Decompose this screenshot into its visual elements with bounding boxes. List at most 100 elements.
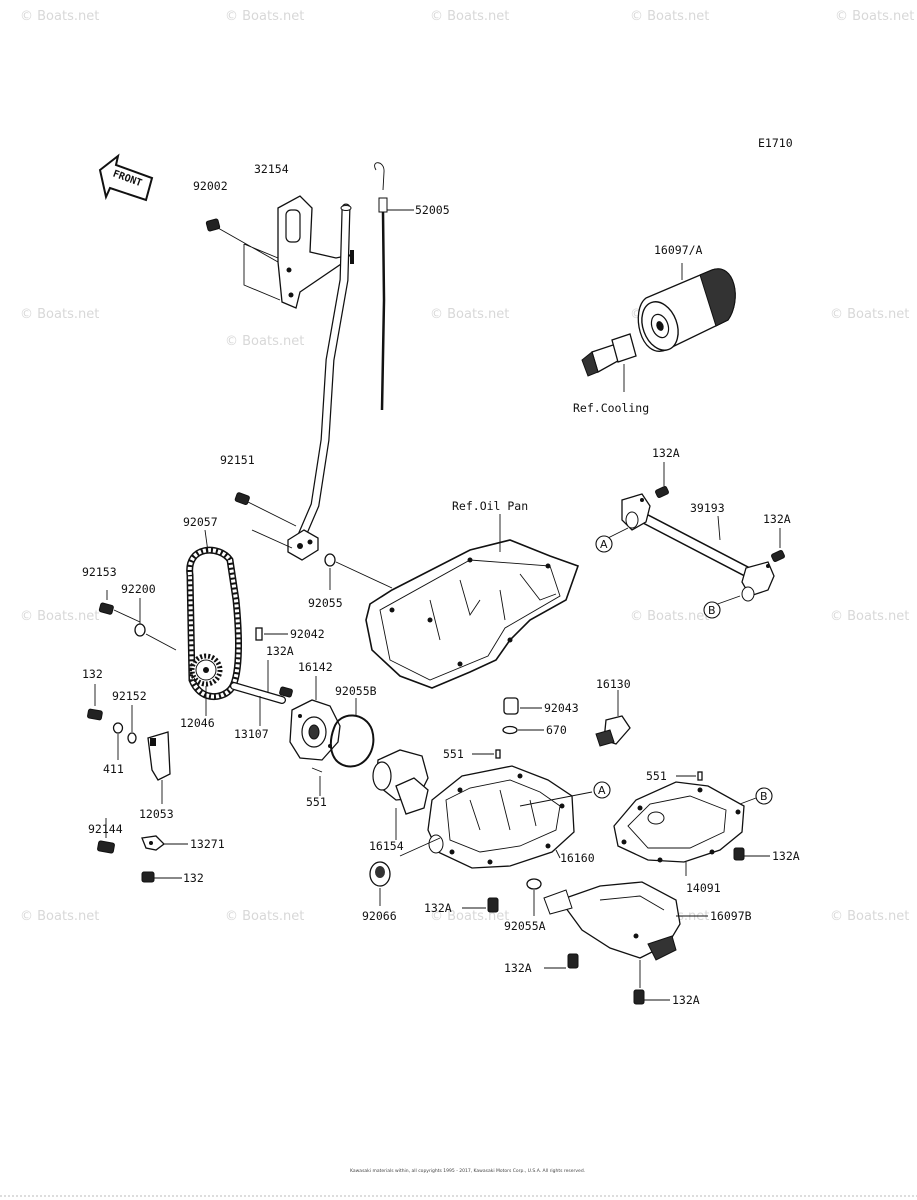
label-32154[interactable]: 32154 <box>254 162 289 176</box>
label-39193[interactable]: 39193 <box>690 501 725 515</box>
bolt-132A-pipe-right <box>771 549 785 563</box>
ref-letter-a: A <box>600 538 608 551</box>
filter-fitting <box>581 333 637 377</box>
front-arrow-icon: FRONT <box>98 153 154 202</box>
label-16097A[interactable]: 16097/A <box>654 243 703 257</box>
relief-valve-16130 <box>595 715 631 747</box>
label-13271[interactable]: 13271 <box>190 837 225 851</box>
label-92055[interactable]: 92055 <box>308 596 343 610</box>
label-132A-5[interactable]: 132A <box>424 901 452 915</box>
label-16130[interactable]: 16130 <box>596 677 631 691</box>
label-16154[interactable]: 16154 <box>369 839 404 853</box>
ref-circle-b2 <box>755 787 773 805</box>
label-132A-6[interactable]: 132A <box>504 961 532 975</box>
label-551-2[interactable]: 551 <box>443 747 464 761</box>
bolt-132A-cover <box>733 847 745 861</box>
label-92200[interactable]: 92200 <box>121 582 156 596</box>
bolt-132-left <box>87 708 103 721</box>
ref-letter-a2: A <box>598 784 606 797</box>
label-52005[interactable]: 52005 <box>415 203 450 217</box>
label-411[interactable]: 411 <box>103 762 124 776</box>
label-12053[interactable]: 12053 <box>139 807 174 821</box>
pin-551-mid <box>495 749 501 759</box>
label-551-3[interactable]: 551 <box>646 769 667 783</box>
cooler-16097B <box>543 881 681 961</box>
bolt-92002 <box>205 218 221 232</box>
label-92042[interactable]: 92042 <box>290 627 325 641</box>
label-132A-1[interactable]: 132A <box>652 446 680 460</box>
bolt-92153 <box>98 602 114 615</box>
label-92055A[interactable]: 92055A <box>504 919 546 933</box>
oil-pan <box>365 539 580 689</box>
label-670[interactable]: 670 <box>546 723 567 737</box>
bracket-32154 <box>277 195 352 309</box>
bolt-132A-pipe-top <box>655 485 669 499</box>
label-13107[interactable]: 13107 <box>234 727 269 741</box>
watermark: © Boats.net <box>20 609 99 624</box>
ref-letter-b: B <box>708 604 716 617</box>
gasket-92055B <box>329 714 375 768</box>
bolt-132A-cooler-left <box>567 953 579 969</box>
pipe-39193 <box>621 493 775 602</box>
label-92057[interactable]: 92057 <box>183 515 218 529</box>
watermark: © Boats.net <box>225 334 304 349</box>
label-132A-4[interactable]: 132A <box>772 849 800 863</box>
label-92151[interactable]: 92151 <box>220 453 255 467</box>
label-92002[interactable]: 92002 <box>193 179 228 193</box>
label-16160[interactable]: 16160 <box>560 851 595 865</box>
watermark: © Boats.net <box>430 909 509 924</box>
ref-circle-a2 <box>593 781 611 799</box>
label-12046[interactable]: 12046 <box>180 716 215 730</box>
watermark: © Boats.net <box>20 909 99 924</box>
bolt-132A-cooler-bottom <box>633 989 645 1005</box>
o-ring-670 <box>502 725 518 735</box>
watermark: © Boats.net <box>830 909 909 924</box>
label-551-1[interactable]: 551 <box>306 795 327 809</box>
pin-92042 <box>255 627 263 641</box>
label-92055B[interactable]: 92055B <box>335 684 377 698</box>
label-132-1[interactable]: 132 <box>82 667 103 681</box>
dipstick-52005 <box>374 162 388 411</box>
pump-housing-16160 <box>427 765 575 869</box>
watermark: © Boats.net <box>430 9 509 24</box>
bolt-132A-housing <box>487 897 499 913</box>
label-ref-oil-pan[interactable]: Ref.Oil Pan <box>452 499 528 513</box>
label-92066[interactable]: 92066 <box>362 909 397 923</box>
ref-circle-a <box>595 535 613 553</box>
watermark: © Boats.net <box>630 9 709 24</box>
watermark: © Boats.net <box>225 9 304 24</box>
nut-92152 <box>127 732 137 744</box>
label-132-2[interactable]: 132 <box>183 871 204 885</box>
chain-92057 <box>186 546 242 701</box>
watermark: © Boats.net <box>20 307 99 322</box>
label-ref-cooling[interactable]: Ref.Cooling <box>573 401 649 415</box>
ref-letter-b2: B <box>760 790 768 803</box>
label-132A-7[interactable]: 132A <box>672 993 700 1007</box>
watermark: © Boats.net <box>835 9 914 24</box>
label-132A-3[interactable]: 132A <box>266 644 294 658</box>
watermark: © Boats.net <box>20 9 99 24</box>
label-16142[interactable]: 16142 <box>298 660 333 674</box>
watermark: © Boats.net <box>830 609 909 624</box>
label-16097B[interactable]: 16097B <box>710 909 752 923</box>
pin-551-right <box>697 771 703 781</box>
rotor-16154 <box>372 749 429 815</box>
o-ring-92055A <box>526 878 542 890</box>
label-14091[interactable]: 14091 <box>686 881 721 895</box>
bolt-132-bottom <box>141 871 155 883</box>
bolt-132A-pump <box>279 686 293 698</box>
oil-tube <box>287 203 354 561</box>
strainer-92066 <box>369 861 391 887</box>
callout-labels: 32154 92002 52005 16097/A Ref.Cooling 13… <box>82 162 800 1007</box>
label-92153[interactable]: 92153 <box>82 565 117 579</box>
spring-92144 <box>97 840 115 854</box>
cover-14091 <box>613 781 745 863</box>
label-92043[interactable]: 92043 <box>544 701 579 715</box>
watermark: © Boats.net <box>830 307 909 322</box>
label-92144[interactable]: 92144 <box>88 822 123 836</box>
sprocket-12046 <box>189 653 223 687</box>
label-92152[interactable]: 92152 <box>112 689 147 703</box>
fitting-92043 <box>503 697 519 715</box>
label-132A-2[interactable]: 132A <box>763 512 791 526</box>
